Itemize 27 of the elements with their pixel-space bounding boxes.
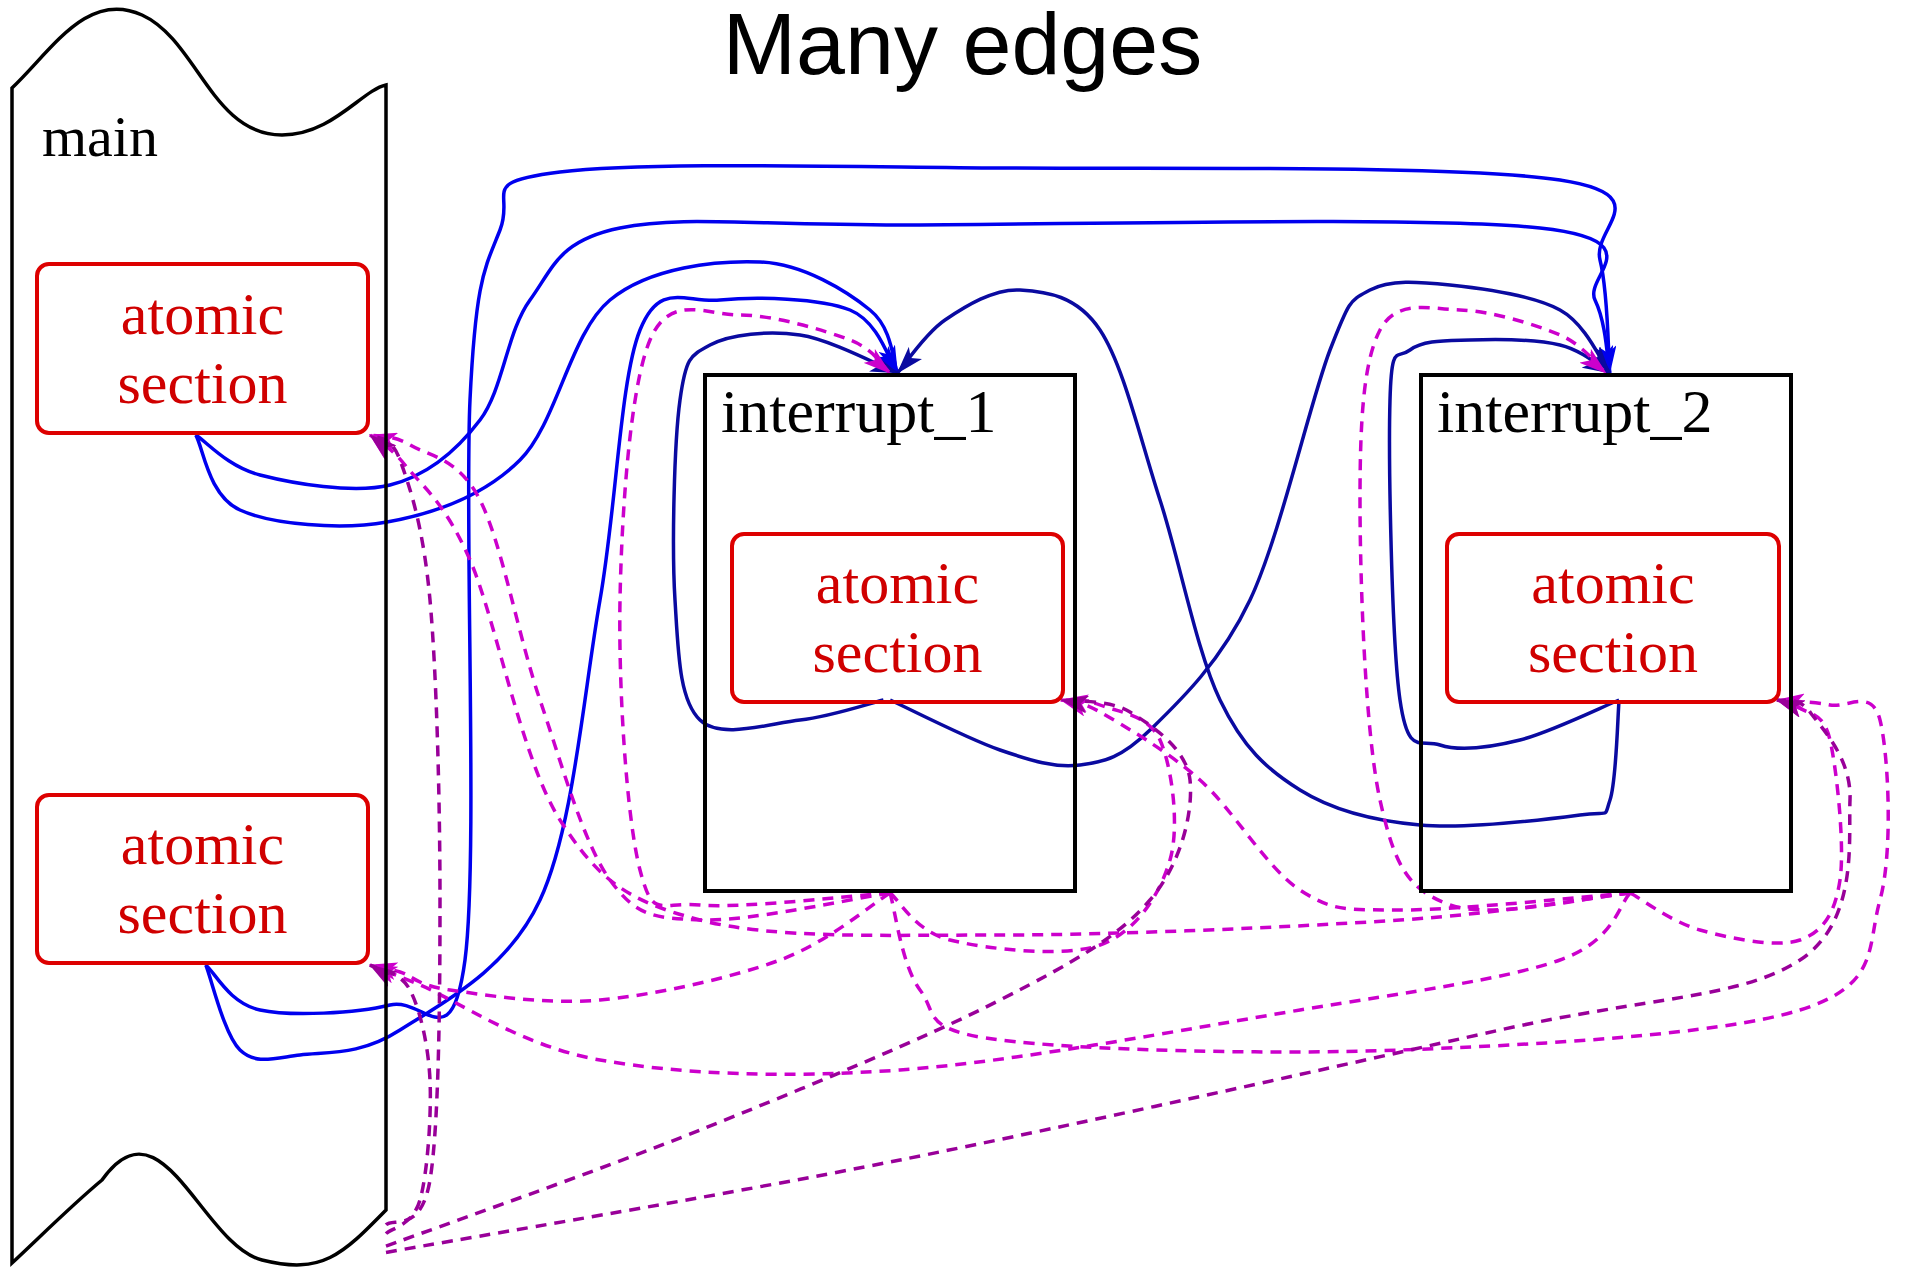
node-label: atomic section bbox=[116, 810, 289, 948]
frame-box bbox=[703, 373, 1077, 893]
frame-box bbox=[1419, 373, 1793, 893]
dashed-arrow bbox=[385, 696, 1852, 1255]
wavy-banner-shape bbox=[12, 10, 386, 1265]
dashed-arrow bbox=[618, 307, 892, 908]
rounded-box bbox=[1445, 532, 1781, 704]
rounded-box bbox=[730, 532, 1065, 704]
dashed-arrow bbox=[385, 694, 1193, 1248]
dashed-arrow bbox=[1629, 698, 1844, 945]
node-label: interrupt_2 bbox=[1437, 377, 1713, 446]
node-label: main bbox=[42, 105, 158, 169]
rounded-box bbox=[35, 262, 370, 435]
node-label: atomic section bbox=[1527, 549, 1699, 687]
arrow bbox=[1387, 337, 1620, 751]
diagram-title: Many edges bbox=[722, 0, 1203, 93]
node-label: atomic section bbox=[116, 279, 289, 418]
dashed-arrow bbox=[369, 433, 442, 1227]
arrow bbox=[671, 331, 899, 732]
arrow bbox=[194, 260, 900, 528]
arrow bbox=[204, 163, 1617, 1019]
dashed-arrow bbox=[888, 693, 1890, 1054]
node-label: atomic section bbox=[811, 549, 984, 687]
rounded-box bbox=[35, 793, 370, 965]
node-label: interrupt_1 bbox=[721, 377, 997, 446]
arrow bbox=[194, 219, 1615, 491]
dashed-arrow bbox=[369, 963, 433, 1236]
